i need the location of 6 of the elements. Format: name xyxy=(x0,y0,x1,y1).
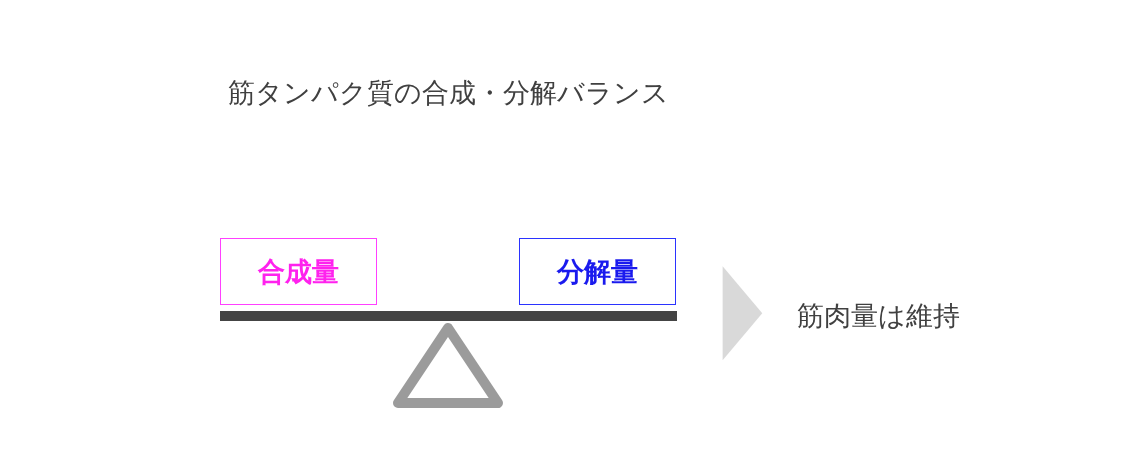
result-text: 筋肉量は維持 xyxy=(797,300,960,333)
amount-box: 合成量 xyxy=(220,238,377,305)
chevron-arrow xyxy=(722,266,763,361)
amount-box: 分解量 xyxy=(519,238,676,305)
title: 筋タンパク質の合成・分解バランス xyxy=(228,77,669,110)
seesaw-scale-illustration xyxy=(220,310,678,410)
